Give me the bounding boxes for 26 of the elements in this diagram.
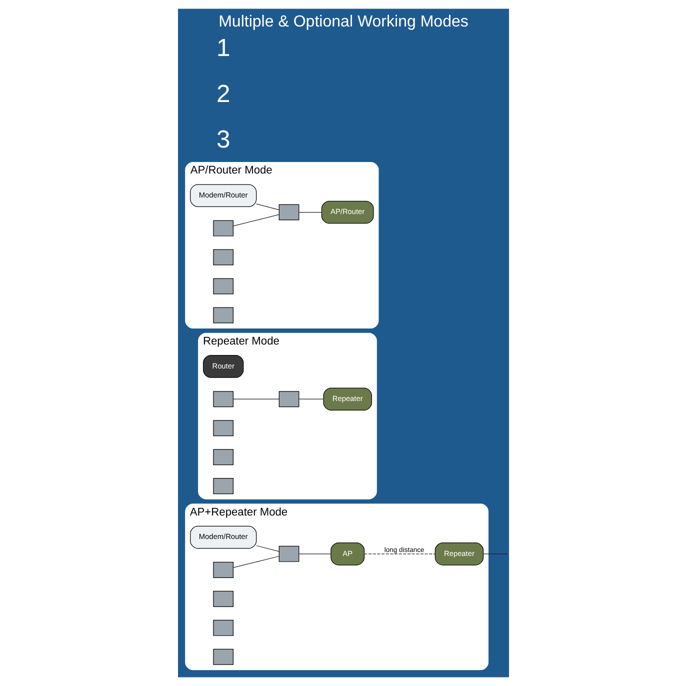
node-box — [212, 478, 233, 494]
node-box — [212, 562, 233, 578]
connector — [232, 214, 279, 226]
node-box — [212, 449, 233, 466]
label: 1 — [216, 35, 230, 62]
node-box — [212, 391, 233, 408]
label: 2 — [216, 80, 230, 108]
connector — [232, 398, 279, 400]
node-box — [212, 307, 233, 324]
node-box — [278, 204, 299, 220]
label: 3 — [216, 126, 230, 154]
node-box — [212, 249, 233, 266]
connector — [256, 545, 279, 552]
node-box — [212, 278, 233, 294]
node-box — [212, 220, 233, 236]
node-box — [278, 391, 299, 408]
connector — [232, 556, 279, 568]
connector — [298, 212, 322, 213]
node-box — [212, 648, 233, 665]
node-box — [212, 620, 233, 636]
connector — [256, 204, 279, 210]
node-box — [212, 590, 233, 607]
diagram-title: Multiple & Optional Working Modes — [218, 12, 468, 31]
node-box — [212, 420, 233, 436]
connector — [298, 398, 324, 400]
node-box — [278, 546, 299, 562]
